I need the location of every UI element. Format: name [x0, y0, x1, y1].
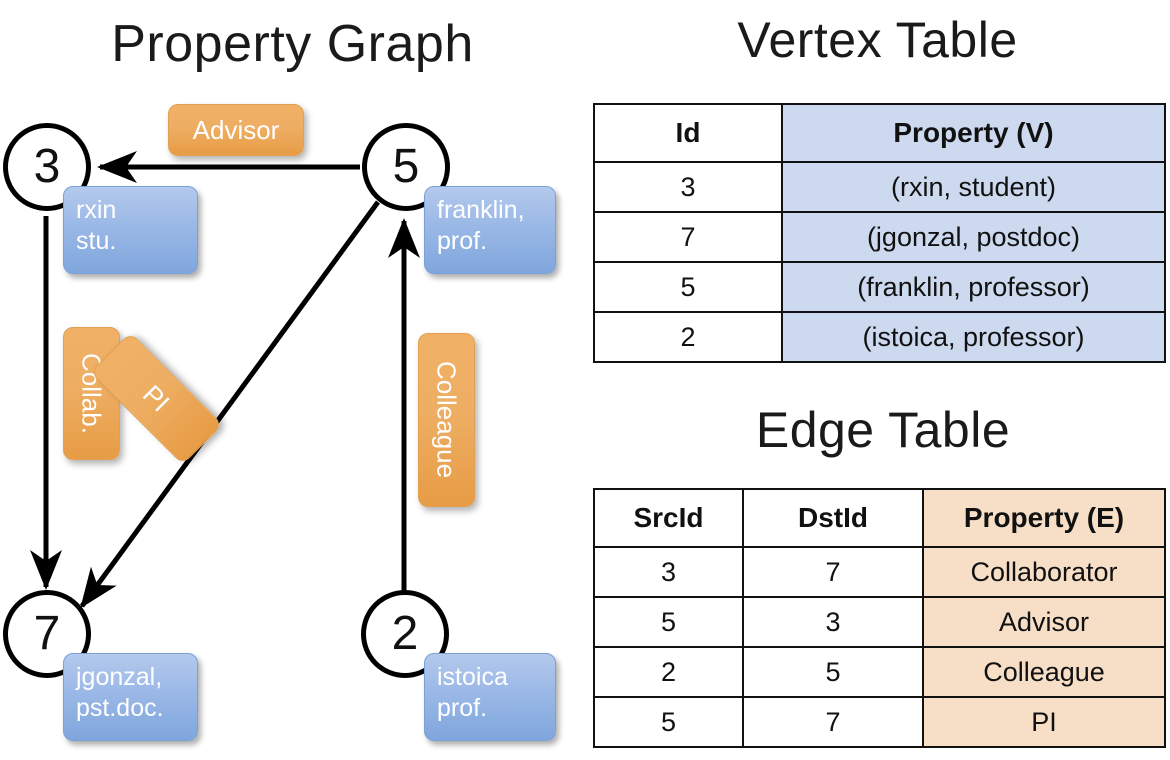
- edge-table: SrcId DstId Property (E) 3 7 Collaborato…: [593, 488, 1166, 748]
- vertex-cell-property: (jgonzal, postdoc): [781, 211, 1166, 263]
- edge-cell-dstid: 7: [742, 696, 924, 748]
- graph-node-5[interactable]: 5: [362, 123, 450, 211]
- edge-cell-property: Collaborator: [922, 546, 1166, 598]
- node-property-box-2: istoica prof.: [424, 653, 556, 741]
- table-row[interactable]: 2 (istoica, professor): [593, 311, 1166, 363]
- table-row[interactable]: 5 7 PI: [593, 696, 1166, 748]
- table-row[interactable]: 7 (jgonzal, postdoc): [593, 211, 1166, 263]
- node-property-line: istoica: [437, 663, 508, 691]
- edge-cell-property: Advisor: [922, 596, 1166, 648]
- table-row[interactable]: 3 (rxin, student): [593, 161, 1166, 213]
- node-property-line: rxin: [76, 196, 117, 224]
- edge-cell-srcid: 5: [593, 696, 744, 748]
- node-property-box-3: rxin stu.: [63, 186, 198, 274]
- edge-cell-dstid: 7: [742, 546, 924, 598]
- page-title-edge-table: Edge Table: [755, 402, 1011, 458]
- vertex-cell-id: 3: [593, 161, 783, 213]
- vertex-cell-id: 2: [593, 311, 783, 363]
- table-row[interactable]: 5 (franklin, professor): [593, 261, 1166, 313]
- edge-cell-property: PI: [922, 696, 1166, 748]
- vertex-cell-id: 5: [593, 261, 783, 313]
- node-property-line: jgonzal,: [76, 663, 163, 691]
- node-property-box-5: franklin, prof.: [424, 186, 556, 274]
- table-row[interactable]: 2 5 Colleague: [593, 646, 1166, 698]
- node-property-box-7: jgonzal, pst.doc.: [63, 653, 198, 741]
- page-title-vertex-table: Vertex Table: [737, 12, 1018, 68]
- edge-table-header-property: Property (E): [922, 488, 1166, 548]
- edge-cell-dstid: 5: [742, 646, 924, 698]
- table-row[interactable]: 3 7 Collaborator: [593, 546, 1166, 598]
- table-row[interactable]: 5 3 Advisor: [593, 596, 1166, 648]
- vertex-cell-property: (istoica, professor): [781, 311, 1166, 363]
- vertex-cell-property: (franklin, professor): [781, 261, 1166, 313]
- vertex-table-header-property: Property (V): [781, 103, 1166, 163]
- table-header-row: SrcId DstId Property (E): [593, 488, 1166, 548]
- graph-edge-lines: [30, 151, 420, 609]
- property-graph-diagram: 3 5 7 2 rxin stu. franklin, prof. jgonza…: [3, 104, 556, 741]
- node-property-line: prof.: [437, 694, 488, 722]
- graph-node-2[interactable]: 2: [361, 590, 449, 678]
- edge-cell-property: Colleague: [922, 646, 1166, 698]
- edge-line-5-to-7: [79, 200, 381, 609]
- edge-label-advisor: Advisor: [168, 104, 304, 156]
- edge-cell-srcid: 5: [593, 596, 744, 648]
- vertex-table-header-id: Id: [593, 103, 783, 163]
- vertex-cell-id: 7: [593, 211, 783, 263]
- page-title-property-graph: Property Graph: [111, 15, 474, 73]
- vertex-cell-property: (rxin, student): [781, 161, 1166, 213]
- edge-label-colleague: Colleague: [418, 333, 475, 507]
- node-property-line: prof.: [437, 227, 488, 255]
- edge-cell-dstid: 3: [742, 596, 924, 648]
- edge-cell-srcid: 2: [593, 646, 744, 698]
- edge-cell-srcid: 3: [593, 546, 744, 598]
- node-property-line: stu.: [76, 227, 117, 255]
- edge-table-header-srcid: SrcId: [593, 488, 744, 548]
- edge-label-pi-text: PI: [137, 379, 176, 418]
- vertex-table: Id Property (V) 3 (rxin, student) 7 (jgo…: [593, 103, 1166, 363]
- node-property-line: franklin,: [437, 196, 525, 224]
- node-property-line: pst.doc.: [76, 694, 164, 722]
- edge-table-header-dstid: DstId: [742, 488, 924, 548]
- table-header-row: Id Property (V): [593, 103, 1166, 163]
